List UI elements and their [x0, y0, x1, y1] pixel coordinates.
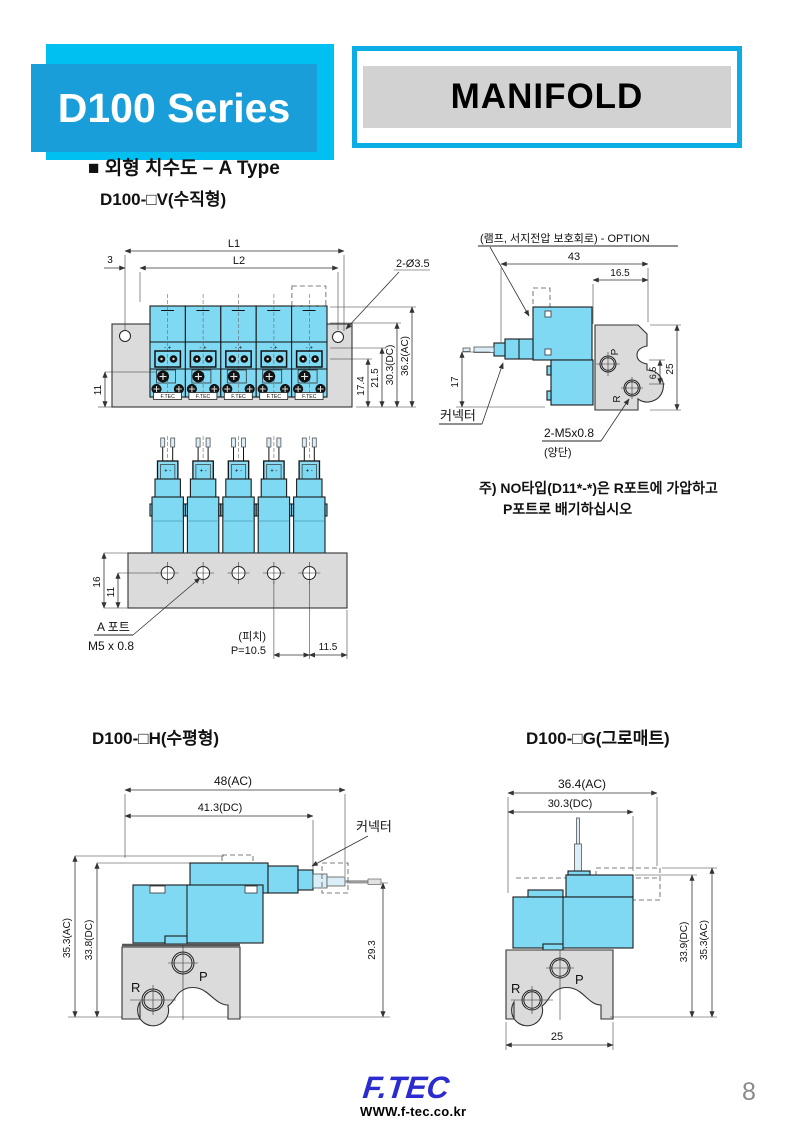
page-number: 8 — [742, 1078, 756, 1106]
series-title: D100 Series — [57, 84, 291, 131]
dim-35-3-ac-g: 35.3(AC) — [699, 920, 710, 960]
option-module-dashed — [532, 287, 551, 308]
manifold-block-h — [121, 946, 241, 1027]
valve-connector-h — [267, 865, 299, 894]
g-view-drawing: 36.4(AC) 30.3(DC) P R 33.9(DC) 35.3(AC) — [505, 777, 717, 1050]
dim-29-3: 29.3 — [367, 940, 378, 960]
valve-body-g — [512, 896, 634, 949]
option-dashed-outline — [291, 285, 327, 307]
pitch-value: P=10.5 — [231, 645, 266, 657]
mounting-hole-left — [119, 330, 131, 342]
manifold-banner-inner: MANIFOLD — [363, 66, 731, 128]
website-url: WWW.f-tec.co.kr — [360, 1104, 467, 1119]
subtitle-grommet-type: D100-□G(그로매트) — [526, 729, 670, 748]
port-p-label-side: P — [610, 348, 621, 355]
dim-L1: L1 — [228, 238, 240, 250]
dim-48-ac: 48(AC) — [214, 774, 252, 788]
thread-label: 2-M5x0.8 — [544, 426, 594, 440]
dim-3: 3 — [107, 255, 113, 266]
h-view-drawing: 48(AC) 41.3(DC) 커넥터 35.3(AC) 33.8(DC) 29… — [62, 774, 392, 1027]
manifold-base-top — [127, 552, 348, 609]
dim-17: 17 — [450, 376, 461, 388]
dim-mount-holes: 2-Ø3.5 — [396, 258, 430, 270]
mounting-hole-right — [332, 331, 344, 343]
a-port-label: A 포트 — [97, 620, 130, 634]
connector-label-h: 커넥터 — [356, 819, 392, 834]
connector-label-side: 커넥터 — [440, 408, 476, 423]
port-p-label-g: P — [575, 972, 584, 987]
note-line1: 주) NO타입(D11*-*)은 R포트에 가압하고 — [479, 480, 718, 496]
dim-30-3-dc-g: 30.3(DC) — [548, 798, 593, 810]
connector-pin — [473, 346, 495, 353]
dim-36-4-ac: 36.4(AC) — [558, 777, 606, 791]
usage-note: 주) NO타입(D11*-*)은 R포트에 가압하고 P포트로 배기하십시오 — [479, 478, 779, 520]
pitch-label: (피치) — [238, 630, 266, 643]
front-view-drawing: - + F.TEC L1 — [93, 238, 430, 408]
dim-25-g: 25 — [551, 1031, 563, 1043]
dim-L2: L2 — [233, 255, 245, 267]
grommet-wire — [576, 817, 580, 845]
dim-16-5: 16.5 — [610, 268, 630, 279]
dim-11-5: 11.5 — [319, 642, 338, 653]
manifold-block-g — [505, 949, 614, 1027]
ftec-logo: F.TEC — [361, 1070, 452, 1105]
top-view-drawing: + - 16 11 A 포트 M5 — [88, 435, 348, 659]
port-p-label-h: P — [199, 969, 208, 984]
both-ends-label: (양단) — [544, 446, 572, 459]
subtitle-vertical-type: D100-□V(수직형) — [100, 190, 227, 209]
port-r-label-side: R — [612, 395, 623, 402]
dim-33-8-dc: 33.8(DC) — [84, 920, 95, 961]
valve-body-h — [132, 884, 264, 944]
section-title: ■ 외형 치수도 – A Type — [88, 158, 280, 179]
manifold-title: MANIFOLD — [450, 77, 644, 116]
dim-11-front: 11 — [93, 384, 104, 395]
port-r-label-h: R — [131, 980, 140, 995]
manifold-block-side — [594, 324, 664, 411]
subtitle-horizontal-type: D100-□H(수평형) — [92, 729, 220, 748]
dim-16: 16 — [92, 576, 103, 588]
port-r-label-g: R — [511, 981, 520, 996]
dim-35-3-ac-h: 35.3(AC) — [62, 918, 73, 958]
manifold-banner: MANIFOLD — [352, 46, 742, 148]
option-label: (램프, 서지전압 보호회로) - OPTION — [480, 232, 650, 245]
side-view-drawing: (램프, 서지전압 보호회로) - OPTION 43 16.5 P R 17 — [439, 232, 681, 459]
dim-11-top: 11 — [106, 586, 117, 597]
dim-36-2-ac: 36.2(AC) — [400, 336, 411, 376]
dim-21-5: 21.5 — [370, 368, 381, 388]
dim-43: 43 — [568, 251, 580, 263]
dim-41-3-dc: 41.3(DC) — [198, 802, 243, 814]
dim-17-4: 17.4 — [356, 376, 367, 396]
a-port-thread: M5 x 0.8 — [88, 639, 134, 653]
dim-6-5: 6.5 — [648, 367, 658, 380]
valve-top-g — [565, 874, 634, 898]
series-banner: D100 Series — [31, 64, 317, 152]
dim-25-side: 25 — [665, 363, 676, 375]
note-line2: P포트로 배기하십시오 — [503, 501, 633, 517]
dim-33-9-dc: 33.9(DC) — [679, 922, 690, 963]
valve-body-side — [532, 306, 593, 361]
dim-30-3-dc: 30.3(DC) — [385, 345, 396, 386]
